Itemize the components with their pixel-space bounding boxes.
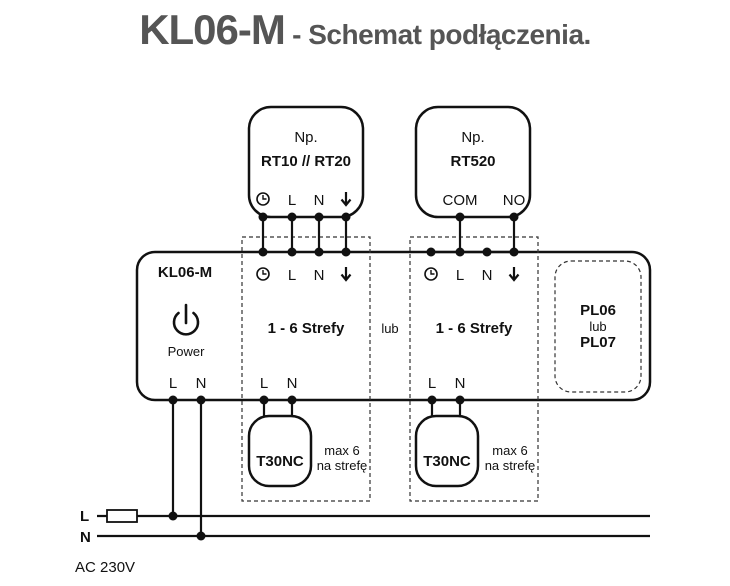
module-line2: lub (589, 319, 606, 334)
arrow-down-icon (340, 267, 352, 282)
thermostat-rt10-rt20: Np. RT10 // RT20 L N (247, 105, 365, 219)
clock-icon (256, 267, 270, 281)
thermostat-wires (261, 213, 516, 254)
arrow-down-icon (340, 192, 352, 207)
actuator-1: T30NC max 6 na strefę (247, 400, 368, 488)
actuator-1-box (247, 414, 313, 488)
power-label: Power (168, 344, 206, 359)
actuator-1-note2: na strefę (317, 458, 368, 473)
zone-1-out-n: N (287, 375, 298, 392)
mains-voltage: AC 230V (75, 559, 135, 576)
page-title: KL06-M - Schemat podłączenia. (0, 6, 730, 54)
thermostat-2-terminal-no: NO (503, 192, 526, 209)
zone-2-out-n: N (455, 375, 466, 392)
mains-n-label: N (80, 529, 91, 546)
power-terminal-n: N (196, 375, 207, 392)
title-model: KL06-M (139, 6, 286, 53)
clock-icon (424, 267, 438, 281)
thermostat-1-prefix: Np. (294, 129, 317, 146)
actuator-1-name: T30NC (256, 453, 304, 470)
thermostat-2-model: RT520 (450, 153, 495, 170)
zone-separator: lub (381, 321, 398, 336)
actuator-2-note1: max 6 (492, 443, 527, 458)
zone-1-out-l: L (260, 375, 268, 392)
fuse-icon (106, 509, 138, 523)
thermostat-rt520: Np. RT520 COM NO (414, 105, 532, 219)
zone-2-out-l: L (428, 375, 436, 392)
zone-1-terminal-l: L (288, 267, 296, 284)
terminal-dots (168, 212, 519, 541)
actuator-2-note2: na strefę (485, 458, 536, 473)
title-subtitle: - Schemat podłączenia. (284, 19, 591, 50)
arrow-down-icon (508, 267, 520, 282)
power-terminal-l: L (169, 375, 177, 392)
actuator-2-box (414, 414, 480, 488)
zone-1-terminal-n: N (314, 267, 325, 284)
thermostat-2-terminal-com: COM (443, 192, 478, 209)
actuator-2: T30NC max 6 na strefę (414, 400, 536, 488)
zone-2-terminal-l: L (456, 267, 464, 284)
thermostat-2-box (414, 105, 532, 219)
zone-1: L N 1 - 6 Strefy L N (241, 236, 371, 502)
module-line3: PL07 (580, 334, 616, 351)
zone-2: L N 1 - 6 Strefy L N (409, 236, 539, 502)
mains-supply: L N AC 230V (75, 400, 650, 576)
actuator-1-note1: max 6 (324, 443, 359, 458)
controller-box (135, 250, 652, 402)
expansion-module: PL06 lub PL07 (554, 260, 642, 393)
actuator-2-name: T30NC (423, 453, 471, 470)
zone-1-label: 1 - 6 Strefy (268, 320, 345, 337)
thermostat-1-terminal-l: L (288, 192, 296, 209)
mains-l-label: L (80, 508, 89, 525)
module-dashed-box (554, 260, 642, 393)
zone-1-dashed-box (241, 236, 371, 502)
thermostat-2-prefix: Np. (461, 129, 484, 146)
controller-name: KL06-M (158, 264, 212, 281)
module-line1: PL06 (580, 302, 616, 319)
zone-2-terminal-n: N (482, 267, 493, 284)
thermostat-1-terminal-n: N (314, 192, 325, 209)
zone-2-dashed-box (409, 236, 539, 502)
thermostat-1-model: RT10 // RT20 (261, 153, 351, 170)
power-icon (172, 303, 200, 336)
zone-2-label: 1 - 6 Strefy (436, 320, 513, 337)
clock-icon (256, 192, 270, 206)
thermostat-1-box (247, 105, 365, 219)
